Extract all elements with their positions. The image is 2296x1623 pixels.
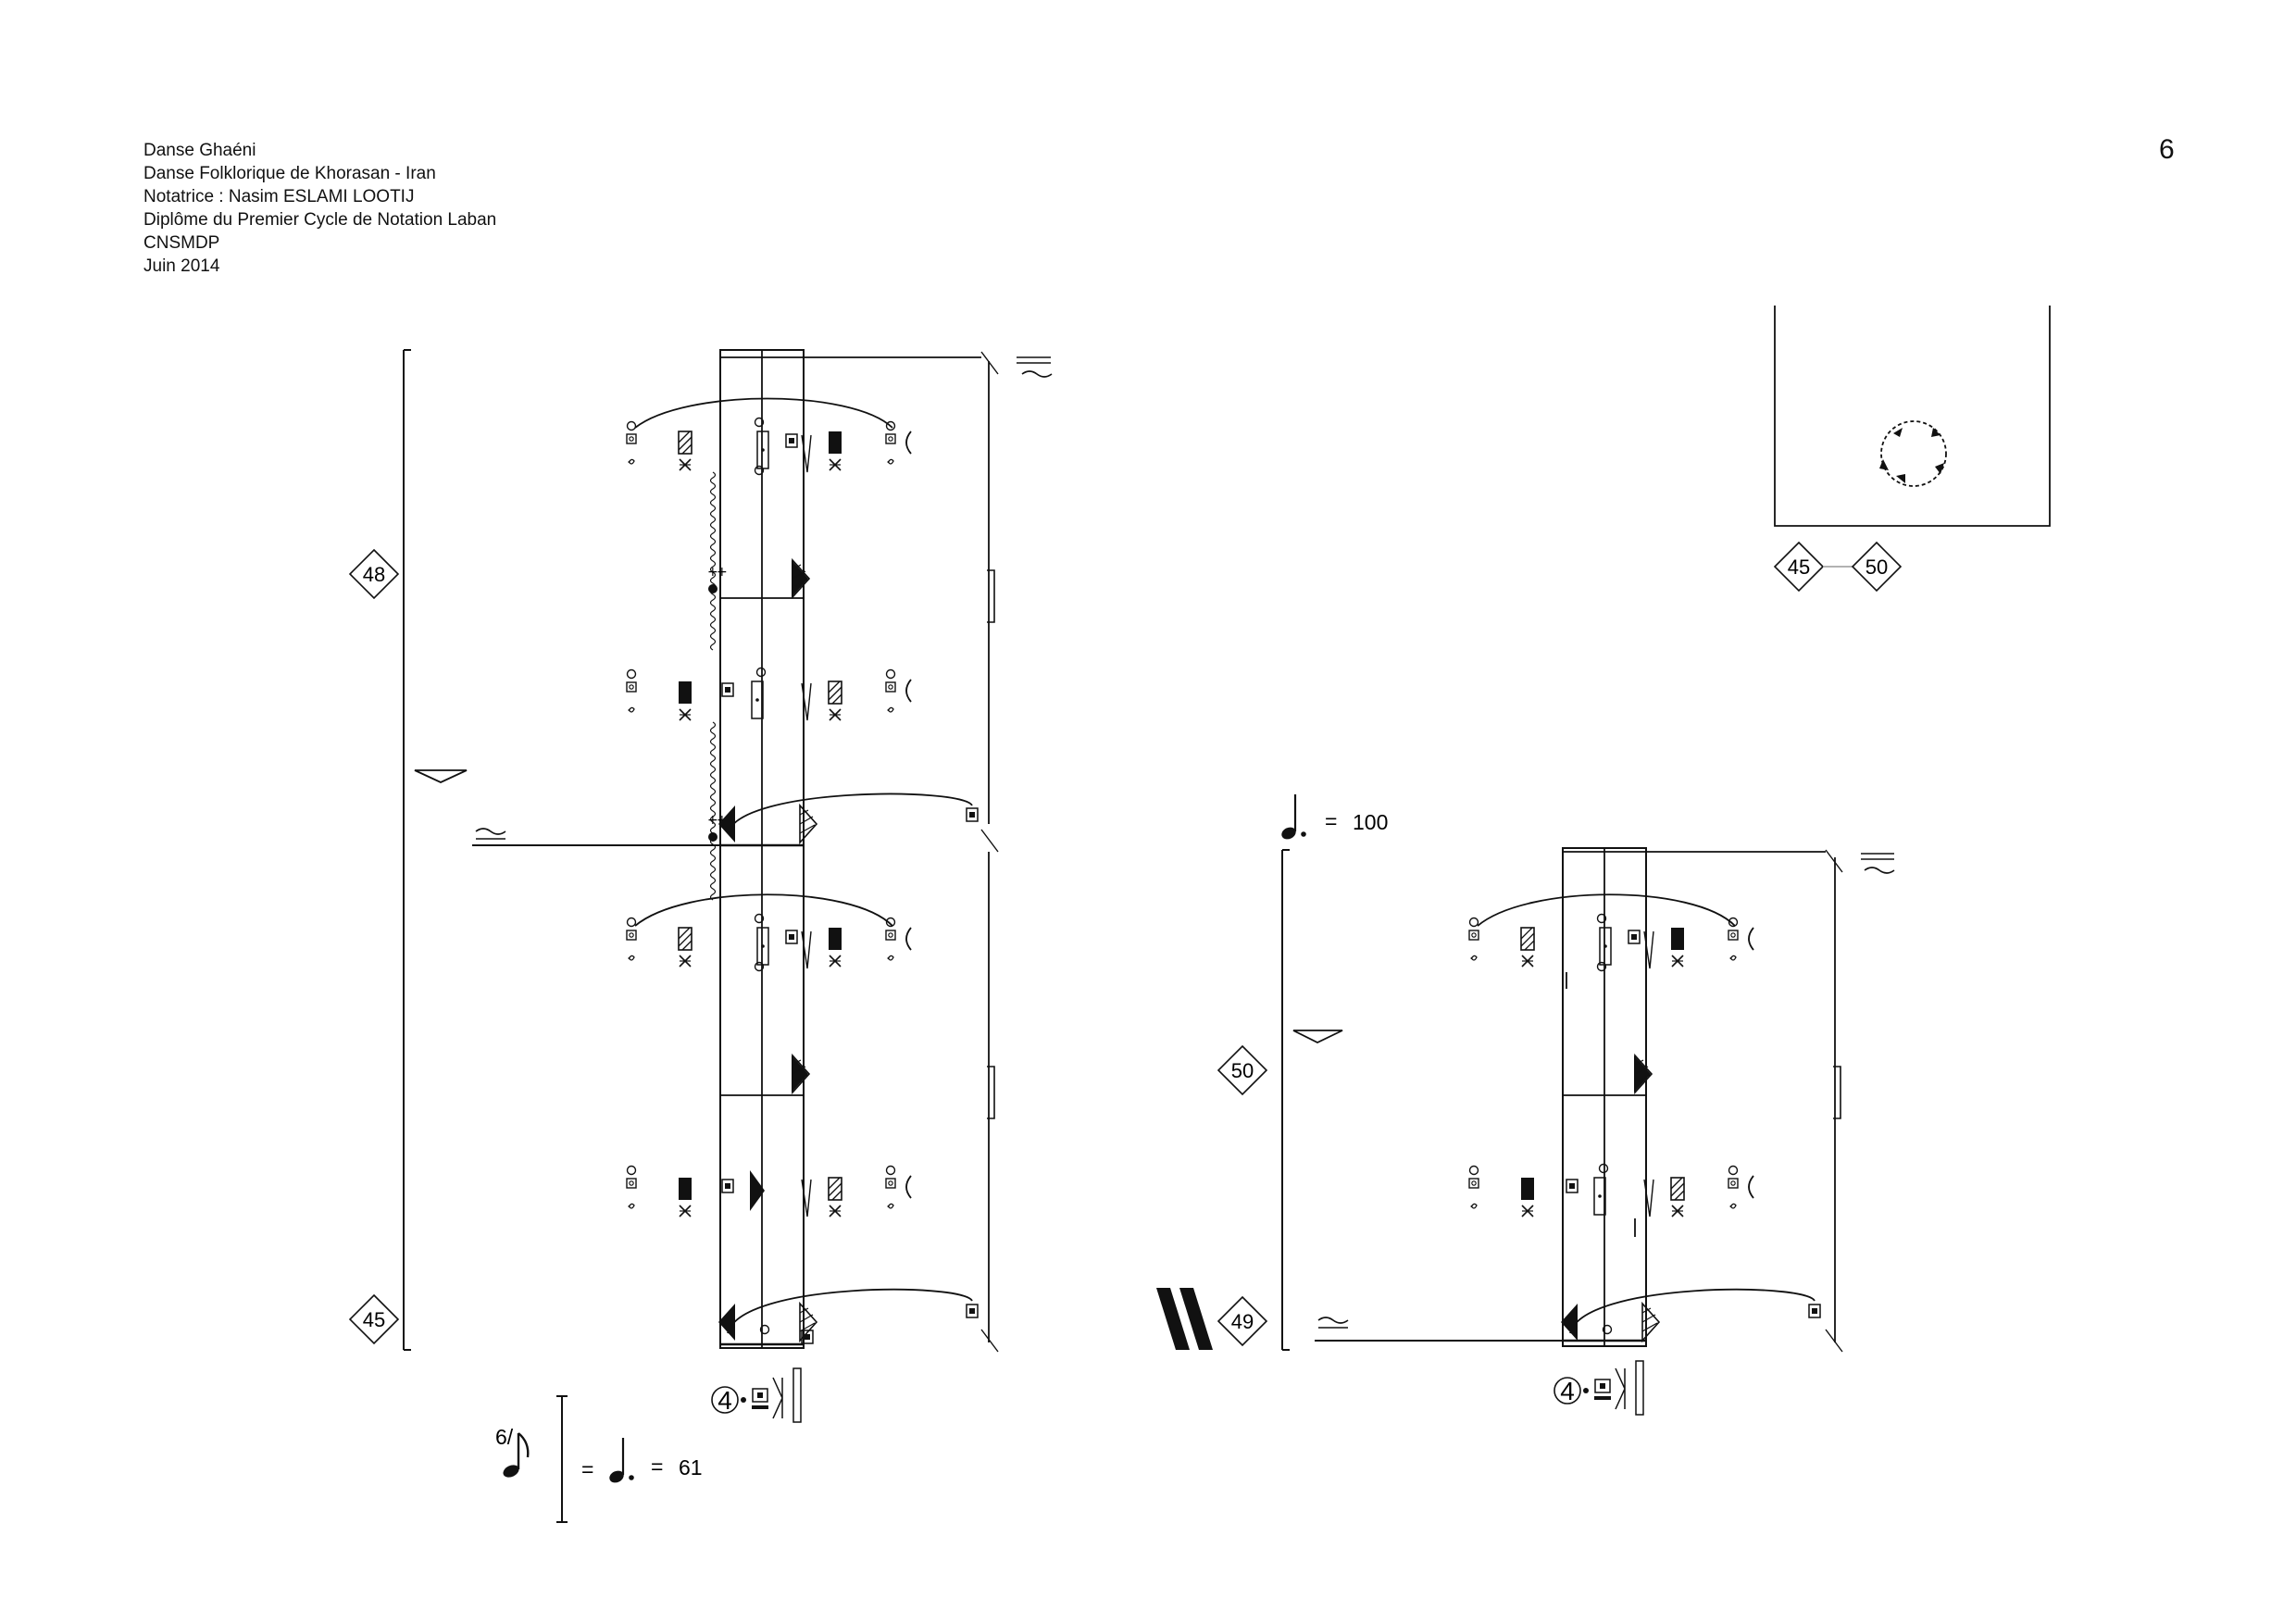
svg-text:61: 61 <box>679 1455 703 1479</box>
page-number: 6 <box>2159 134 2175 165</box>
diploma: Diplôme du Premier Cycle de Notation Lab… <box>144 210 497 230</box>
svg-text:+: + <box>707 813 718 828</box>
svg-text:100: 100 <box>1353 810 1388 834</box>
svg-text:=: = <box>1325 809 1337 833</box>
left-staff-row-3 <box>626 913 912 972</box>
floor-plan-measure-to: 50 <box>1852 542 1902 592</box>
tempo-marking-right: = 100 <box>1279 793 1388 843</box>
left-staff-presigns: 4 <box>711 1367 802 1423</box>
institution: CNSMDP <box>144 233 220 253</box>
left-staff-row-2 <box>626 667 912 721</box>
svg-text:=: = <box>651 1454 663 1479</box>
left-staff-row-4 <box>626 1165 912 1217</box>
svg-text:49: 49 <box>1231 1310 1254 1333</box>
notator: Notatrice : Nasim ESLAMI LOOTIJ <box>144 187 415 206</box>
date: Juin 2014 <box>144 256 220 276</box>
measure-marker-top: 50 <box>1217 1045 1267 1095</box>
left-staff: 48 45 <box>349 349 1053 1423</box>
right-staff-row-2 <box>1468 1163 1754 1237</box>
svg-text:=: = <box>581 1457 593 1481</box>
right-staff-row-1 <box>1468 913 1754 989</box>
measure-marker-bottom: 45 <box>349 1294 399 1344</box>
document-header: Danse Ghaéni Danse Folklorique de Khoras… <box>144 139 496 278</box>
right-staff-presigns: 4 <box>1554 1360 1644 1416</box>
svg-text:45: 45 <box>1788 556 1810 579</box>
floor-plan: 45 50 <box>1774 306 2051 592</box>
svg-text:50: 50 <box>1866 556 1888 579</box>
left-staff-row-1 <box>626 417 912 476</box>
svg-text:6/: 6/ <box>495 1425 514 1449</box>
measure-marker-top: 48 <box>349 549 399 599</box>
left-staff-accent-1: + + <box>707 565 728 593</box>
right-staff: 50 49 <box>1156 847 1895 1416</box>
measure-marker-bottom: 49 <box>1217 1296 1267 1346</box>
dance-origin: Danse Folklorique de Khorasan - Iran <box>144 164 436 183</box>
svg-text:48: 48 <box>363 563 385 586</box>
svg-text:4: 4 <box>1560 1377 1575 1405</box>
svg-text:45: 45 <box>363 1308 385 1331</box>
svg-text:+: + <box>717 565 728 580</box>
svg-text:4: 4 <box>718 1386 732 1415</box>
dance-title: Danse Ghaéni <box>144 141 256 160</box>
svg-text:+: + <box>707 565 718 580</box>
position-marker-icon <box>414 769 468 783</box>
svg-text:50: 50 <box>1231 1059 1254 1082</box>
floor-plan-measure-from: 45 <box>1774 542 1824 592</box>
tempo-marking-bottom: 6/ = = 61 <box>495 1395 703 1523</box>
